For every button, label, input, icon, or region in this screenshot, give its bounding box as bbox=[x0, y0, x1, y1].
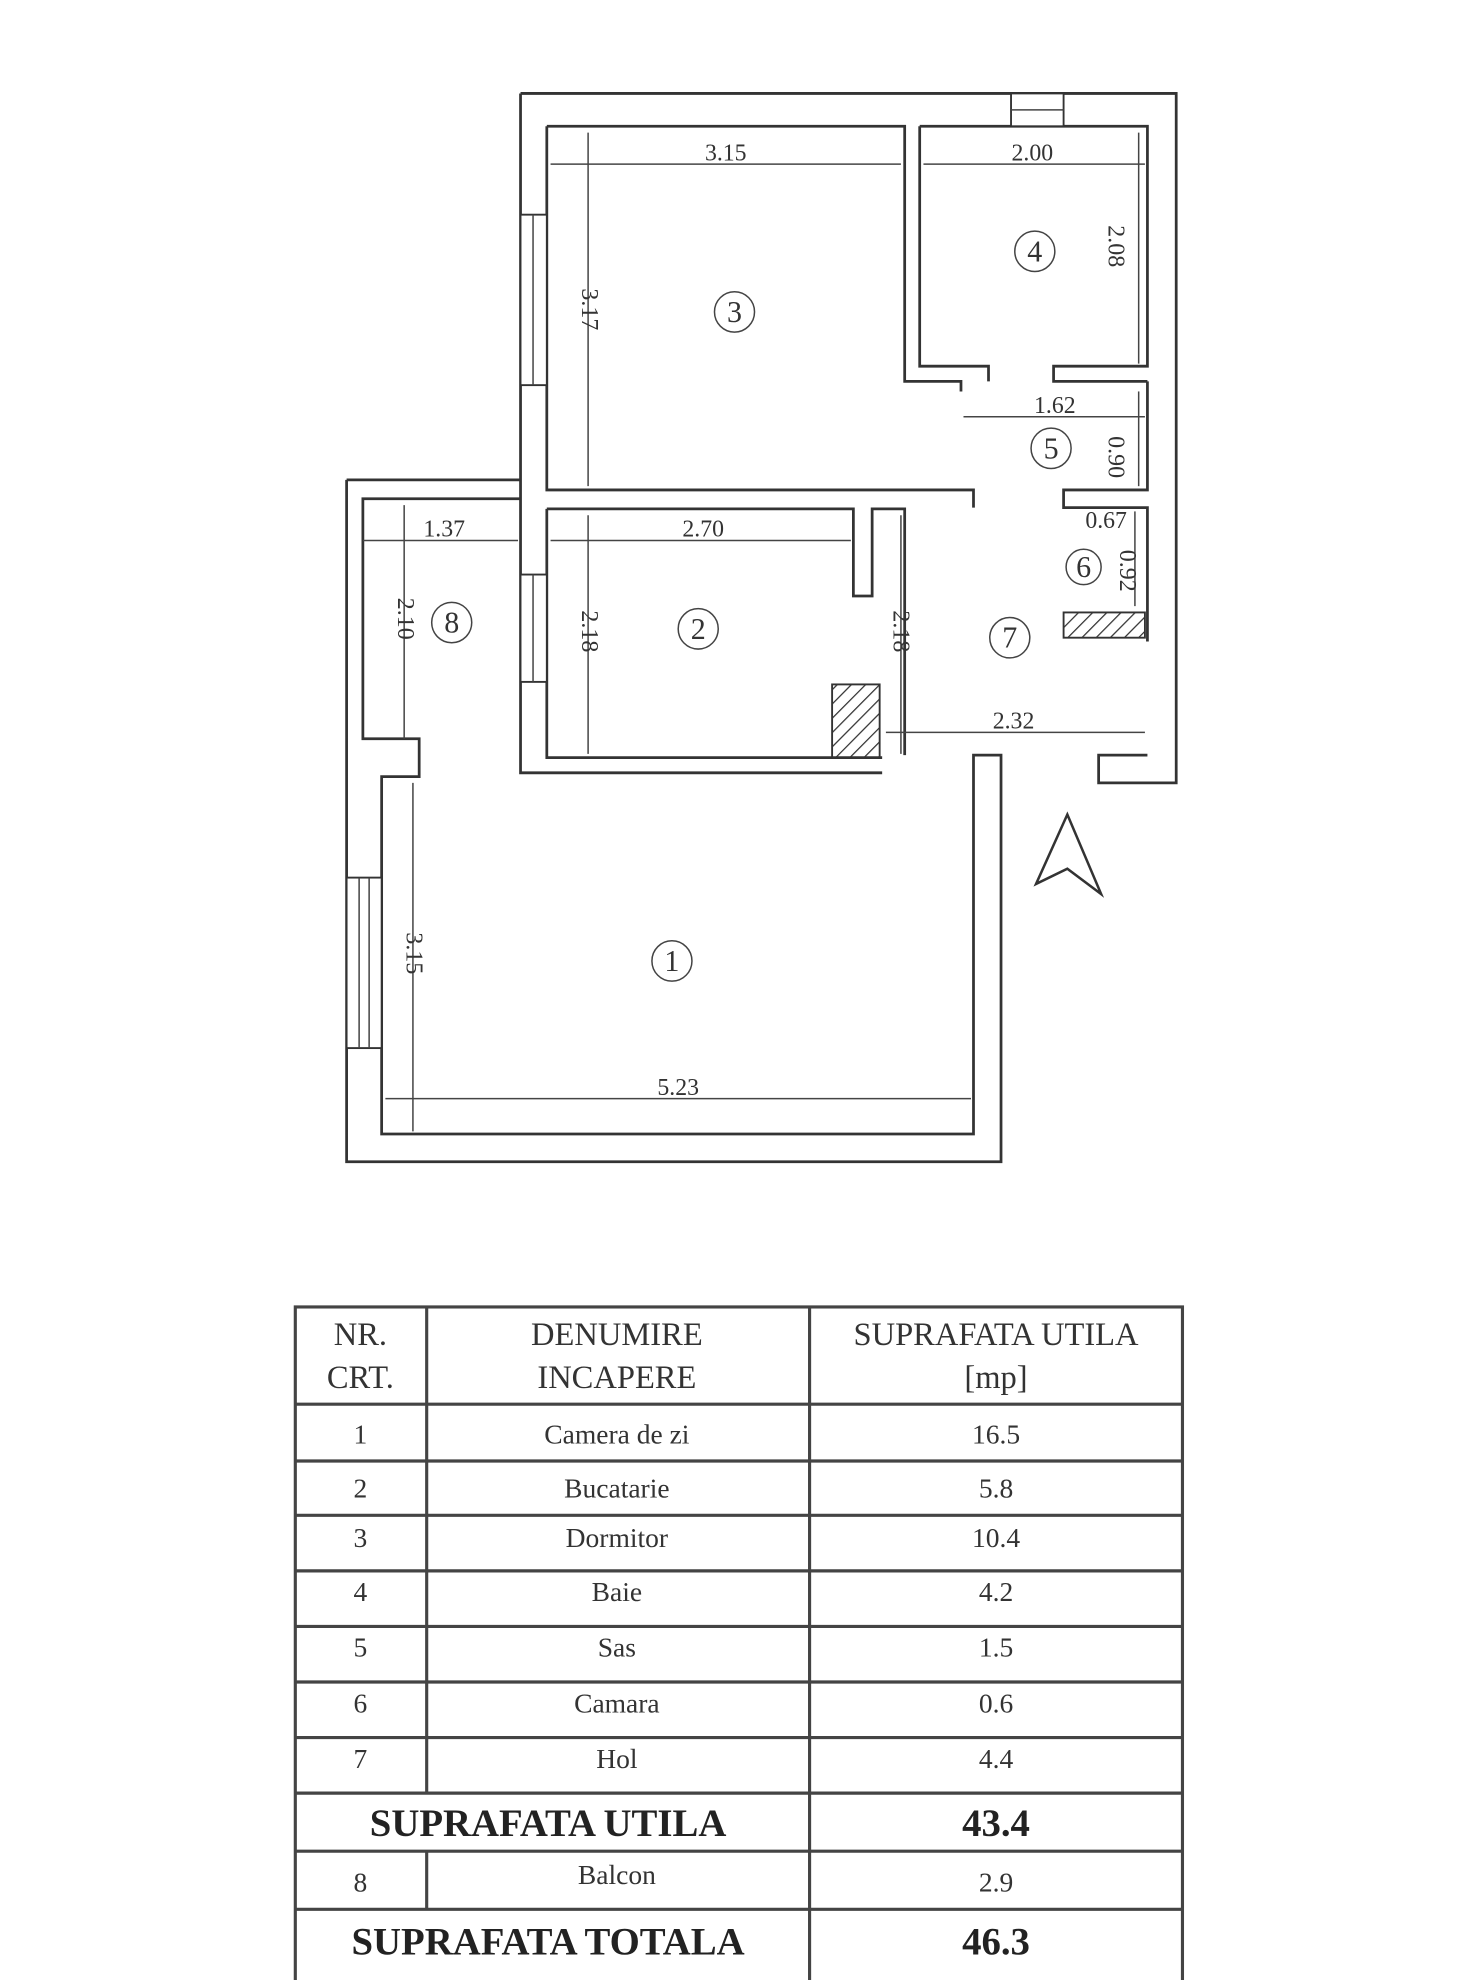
table-row: 3 Dormitor 10.4 bbox=[353, 1522, 1020, 1553]
subtotal-row: SUPRAFATA UTILA 43.4 bbox=[370, 1802, 1030, 1845]
room-number-6: 6 bbox=[1065, 548, 1102, 586]
svg-text:43.4: 43.4 bbox=[962, 1802, 1030, 1845]
outer-wall bbox=[520, 92, 1178, 785]
svg-text:5: 5 bbox=[1044, 431, 1059, 465]
svg-text:3: 3 bbox=[727, 295, 742, 329]
total-row: SUPRAFATA TOTALA 46.3 bbox=[351, 1921, 1029, 1964]
table-row: 6 Camara 0.6 bbox=[353, 1687, 1013, 1718]
svg-text:7: 7 bbox=[353, 1743, 367, 1774]
dim-room2-height: 2.18 bbox=[576, 610, 602, 652]
dim-room4-height: 2.08 bbox=[1103, 225, 1129, 267]
svg-text:2: 2 bbox=[691, 612, 706, 646]
room-number-7: 7 bbox=[989, 616, 1031, 659]
north-arrow-icon bbox=[1033, 811, 1105, 898]
svg-text:Sas: Sas bbox=[598, 1632, 636, 1663]
svg-text:46.3: 46.3 bbox=[962, 1921, 1030, 1964]
table-row: 4 Baie 4.2 bbox=[353, 1576, 1013, 1607]
dim-room8-height: 2.10 bbox=[392, 598, 418, 640]
svg-text:2: 2 bbox=[353, 1473, 367, 1504]
dim-room6-height: 0.92 bbox=[1114, 550, 1140, 592]
svg-text:6: 6 bbox=[1076, 550, 1091, 584]
window bbox=[345, 876, 383, 1050]
svg-text:Camera de zi: Camera de zi bbox=[544, 1418, 689, 1449]
svg-text:1: 1 bbox=[664, 944, 679, 978]
duct bbox=[1062, 611, 1146, 639]
dim-room7-width: 2.32 bbox=[993, 709, 1035, 735]
living-room-walls bbox=[345, 478, 1003, 1164]
header-denumire: DENUMIRE bbox=[531, 1317, 703, 1353]
header-unit: [mp] bbox=[964, 1360, 1027, 1396]
table-row: 1 Camera de zi 16.5 bbox=[353, 1418, 1020, 1449]
room-number-5: 5 bbox=[1030, 427, 1072, 470]
room-number-4: 4 bbox=[1014, 230, 1056, 273]
balcony-row: 8 Balcon 2.9 bbox=[353, 1859, 1013, 1898]
dim-room1-height: 3.15 bbox=[401, 932, 427, 974]
table-row: 7 Hol 4.4 bbox=[353, 1743, 1013, 1774]
outer-wall-left bbox=[519, 93, 883, 775]
svg-text:3: 3 bbox=[353, 1522, 367, 1553]
dim-room8-width: 1.37 bbox=[423, 517, 465, 543]
room-3-walls bbox=[545, 124, 975, 760]
dim-room7-height: 2.18 bbox=[887, 610, 913, 652]
chimney-duct bbox=[831, 683, 881, 759]
svg-text:8: 8 bbox=[444, 605, 459, 639]
room-4-walls bbox=[918, 124, 1149, 642]
dim-room3-width: 3.15 bbox=[705, 140, 747, 166]
room-number-8: 8 bbox=[430, 601, 473, 644]
dim-room5-height: 0.90 bbox=[1103, 436, 1129, 478]
svg-text:5: 5 bbox=[353, 1632, 367, 1663]
dim-room4-width: 2.00 bbox=[1012, 140, 1054, 166]
svg-text:6: 6 bbox=[353, 1687, 367, 1718]
header-incapere: INCAPERE bbox=[537, 1360, 696, 1396]
svg-text:7: 7 bbox=[1002, 621, 1017, 655]
svg-text:16.5: 16.5 bbox=[972, 1418, 1020, 1449]
header-suprafata: SUPRAFATA UTILA bbox=[854, 1317, 1139, 1353]
svg-text:2.9: 2.9 bbox=[979, 1866, 1013, 1897]
svg-text:0.6: 0.6 bbox=[979, 1687, 1013, 1718]
dim-room3-height: 3.17 bbox=[576, 288, 602, 330]
svg-text:1: 1 bbox=[353, 1418, 367, 1449]
svg-text:4: 4 bbox=[353, 1576, 367, 1607]
header-nr: NR. bbox=[334, 1317, 387, 1353]
room-2-walls bbox=[546, 507, 907, 756]
room-number-2: 2 bbox=[677, 607, 719, 650]
svg-text:Bucatarie: Bucatarie bbox=[564, 1473, 669, 1504]
svg-text:SUPRAFATA UTILA: SUPRAFATA UTILA bbox=[370, 1802, 727, 1845]
svg-text:4.2: 4.2 bbox=[979, 1576, 1013, 1607]
svg-text:10.4: 10.4 bbox=[972, 1522, 1020, 1553]
svg-text:4: 4 bbox=[1027, 234, 1042, 268]
svg-text:8: 8 bbox=[353, 1866, 367, 1897]
dim-room1-width: 5.23 bbox=[657, 1075, 699, 1101]
dim-room5-width: 1.62 bbox=[1034, 393, 1076, 419]
svg-text:Dormitor: Dormitor bbox=[566, 1522, 668, 1553]
svg-text:SUPRAFATA TOTALA: SUPRAFATA TOTALA bbox=[351, 1921, 744, 1964]
floor-plan: 3.15 3.17 2.00 2.08 1.62 0.90 0.67 0.92 … bbox=[345, 92, 1178, 1164]
dim-room6-width: 0.67 bbox=[1085, 508, 1127, 534]
svg-text:1.5: 1.5 bbox=[979, 1632, 1013, 1663]
svg-text:Baie: Baie bbox=[592, 1576, 642, 1607]
header-crt: CRT. bbox=[327, 1360, 394, 1396]
dim-room2-width: 2.70 bbox=[682, 517, 724, 543]
svg-text:5.8: 5.8 bbox=[979, 1473, 1013, 1504]
table-row: 5 Sas 1.5 bbox=[353, 1632, 1013, 1663]
table-row: 2 Bucatarie 5.8 bbox=[353, 1473, 1013, 1504]
svg-text:Camara: Camara bbox=[574, 1687, 660, 1718]
room-number-1: 1 bbox=[651, 939, 693, 982]
svg-text:Hol: Hol bbox=[596, 1743, 638, 1774]
room-number-3: 3 bbox=[713, 290, 756, 333]
svg-text:Balcon: Balcon bbox=[578, 1859, 656, 1890]
svg-text:4.4: 4.4 bbox=[979, 1743, 1014, 1774]
area-table: NR. CRT. DENUMIRE INCAPERE SUPRAFATA UTI… bbox=[293, 1305, 1185, 1980]
